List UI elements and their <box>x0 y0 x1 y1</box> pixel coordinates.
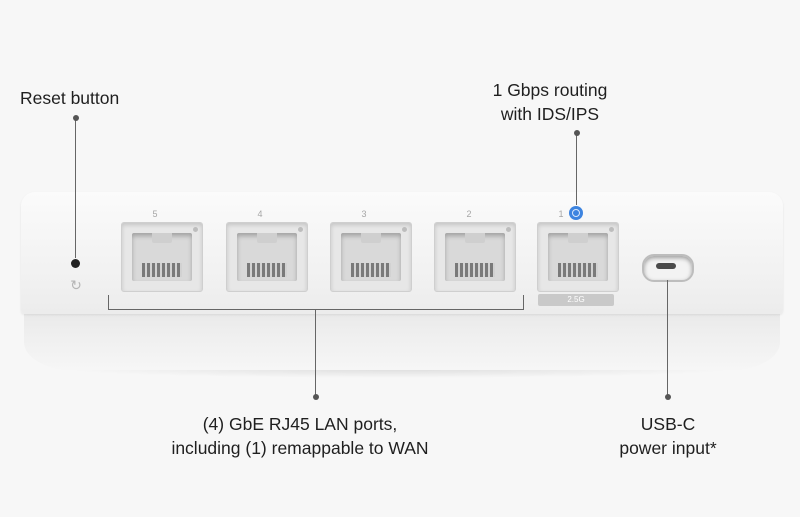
port-number-2: 2 <box>466 209 472 219</box>
usbc-port[interactable] <box>642 254 694 282</box>
usbc-label-line2: power input* <box>619 438 717 458</box>
lan-ports-label-line1: (4) GbE RJ45 LAN ports, <box>202 414 398 434</box>
device-base <box>24 312 780 370</box>
lan-bracket <box>108 295 524 310</box>
usbc-label-line1: USB-C <box>640 414 696 434</box>
refresh-icon: ↻ <box>70 277 82 293</box>
reset-leader-line <box>75 118 76 258</box>
wan-routing-label-line2: with IDS/IPS <box>500 104 600 124</box>
globe-icon <box>569 206 583 220</box>
port-number-3: 3 <box>361 209 367 219</box>
wan-leader-dot <box>573 130 580 136</box>
wan-routing-label-line1: 1 Gbps routing <box>492 80 608 100</box>
rj45-port-2[interactable] <box>434 222 516 292</box>
reset-button-callout: Reset button <box>20 86 119 110</box>
wan-leader-line <box>576 133 577 205</box>
lan-leader-dot <box>312 394 319 400</box>
rj45-port-1[interactable] <box>537 222 619 292</box>
lan-ports-label-line2: including (1) remappable to WAN <box>171 438 429 458</box>
wan-routing-callout: 1 Gbps routing with IDS/IPS <box>470 78 630 126</box>
lan-ports-callout: (4) GbE RJ45 LAN ports, including (1) re… <box>120 412 480 460</box>
port-number-1: 1 <box>558 209 564 219</box>
speed-badge: 2.5G <box>538 294 614 306</box>
reset-button-label: Reset button <box>20 88 120 108</box>
rj45-port-5[interactable] <box>121 222 203 292</box>
reset-button[interactable] <box>71 259 80 268</box>
rj45-port-3[interactable] <box>330 222 412 292</box>
port-number-5: 5 <box>152 209 158 219</box>
usbc-leader-dot <box>664 394 671 400</box>
usbc-callout: USB-C power input* <box>598 412 738 460</box>
rj45-port-4[interactable] <box>226 222 308 292</box>
lan-leader-line <box>315 309 316 397</box>
port-number-4: 4 <box>257 209 263 219</box>
reset-leader-dot <box>72 115 79 121</box>
usbc-leader-line <box>667 280 668 397</box>
